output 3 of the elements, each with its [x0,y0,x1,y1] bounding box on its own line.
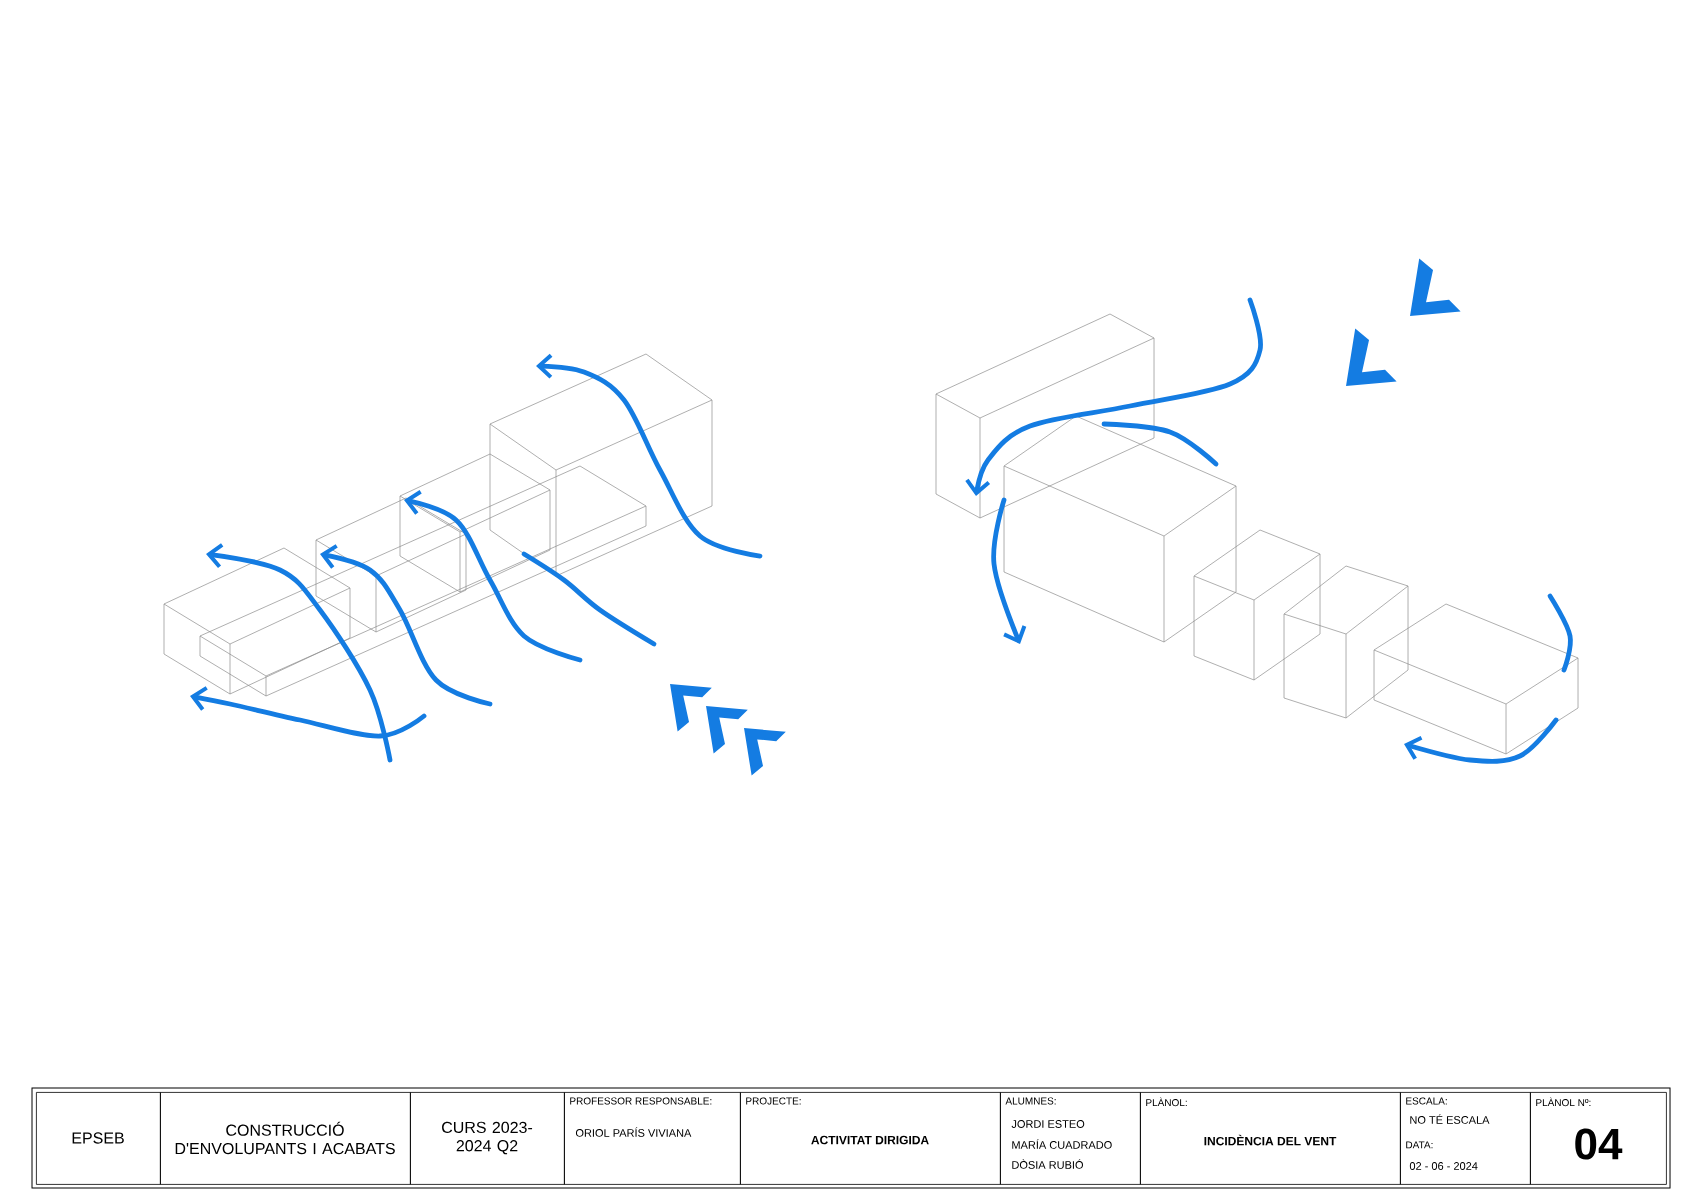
title-block-cell: CURS 2023-2024 Q2 [410,1092,565,1185]
title-block-cell: CONSTRUCCIÓ D'ENVOLUPANTS I ACABATS [160,1092,411,1185]
title-block-cell: EPSEB [36,1092,161,1185]
